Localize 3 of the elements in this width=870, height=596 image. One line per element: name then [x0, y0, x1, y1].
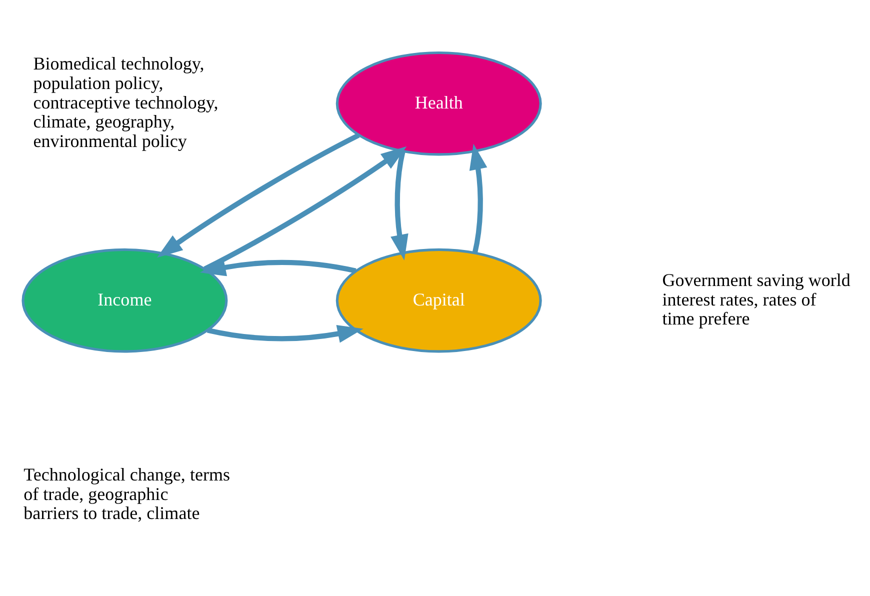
label: Government saving world interest rates, rates of time prefere [662, 270, 850, 329]
label: Biomedical technology, population policy, contraceptive technology, climate, geography, environmental policy [33, 54, 218, 151]
label: Technological change, terms of trade, geographic barriers to trade, climate [24, 464, 230, 524]
